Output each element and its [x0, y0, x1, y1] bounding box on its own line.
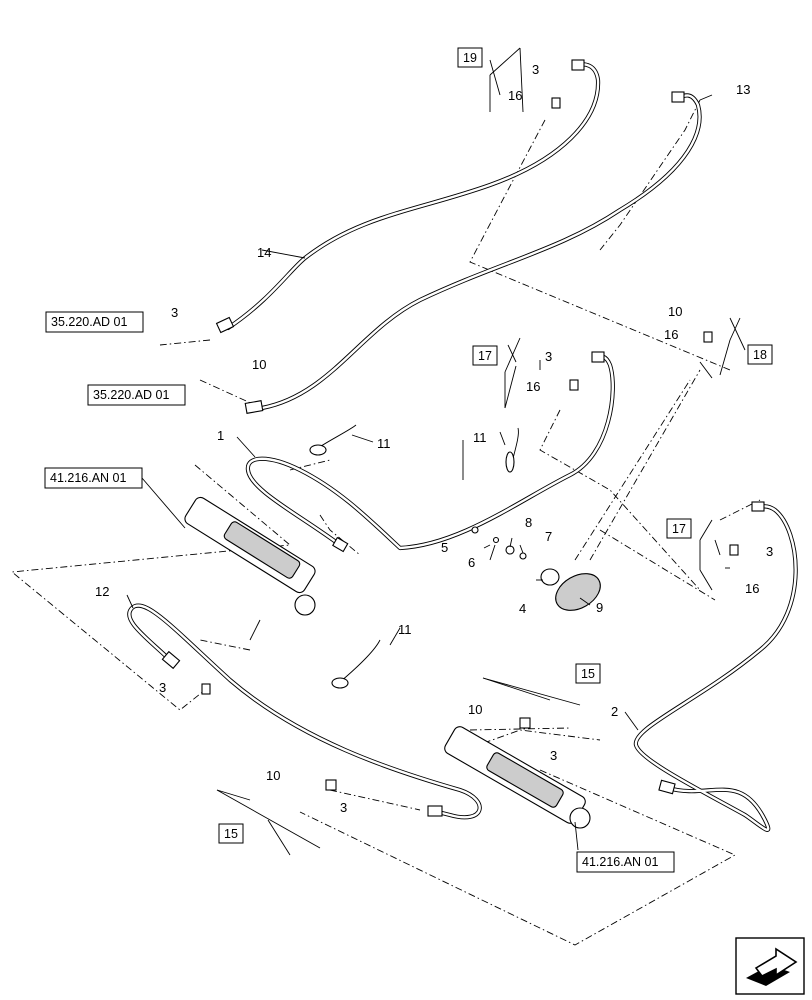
- callout-16: 16: [664, 327, 678, 342]
- callout-6: 6: [468, 555, 475, 570]
- cable-ties: [249, 424, 519, 689]
- svg-text:35.220.AD 01: 35.220.AD 01: [51, 315, 127, 329]
- callout-11: 11: [377, 436, 391, 451]
- callout-3: 3: [545, 349, 552, 364]
- ref-41-216-an-01-upper[interactable]: 41.216.AN 01: [44, 467, 143, 489]
- hoses: [127, 62, 798, 832]
- ref-35-220-ad-01-lower[interactable]: 35.220.AD 01: [87, 384, 186, 406]
- callout-3: 3: [159, 680, 166, 695]
- callout-16: 16: [508, 88, 522, 103]
- svg-text:18: 18: [753, 348, 767, 362]
- svg-text:19: 19: [463, 51, 477, 65]
- cylinder-lower: [444, 726, 591, 829]
- svg-text:41.216.AN 01: 41.216.AN 01: [582, 855, 658, 869]
- ref-35-220-ad-01-upper[interactable]: 35.220.AD 01: [45, 311, 144, 333]
- callout-4: 4: [519, 601, 526, 616]
- callout-9: 9: [596, 600, 603, 615]
- valve-assembly: [540, 568, 601, 611]
- hose-12: [127, 603, 482, 820]
- callout-16: 16: [526, 379, 540, 394]
- callout-10: 10: [266, 768, 280, 783]
- callout-16: 16: [745, 581, 759, 596]
- box-15: 15: [218, 823, 244, 844]
- callout-11: 11: [398, 622, 412, 637]
- svg-text:17: 17: [478, 349, 492, 363]
- svg-text:41.216.AN 01: 41.216.AN 01: [50, 471, 126, 485]
- callout-3: 3: [766, 544, 773, 559]
- callout-1: 1: [217, 428, 224, 443]
- box-19: 19: [457, 47, 483, 68]
- svg-text:15: 15: [224, 827, 238, 841]
- svg-text:17: 17: [672, 522, 686, 536]
- callout-10: 10: [668, 304, 682, 319]
- callout-2: 2: [611, 704, 618, 719]
- fittings: [161, 59, 765, 817]
- cylinder-upper: [184, 496, 316, 616]
- callout-labels: 1 2 3 3 3 3 3 3 3 4 5 6 7 8 9 10 10 10 1…: [95, 62, 773, 815]
- reference-boxes: 35.220.AD 01 35.220.AD 01 41.216.AN 01 4…: [44, 311, 675, 873]
- callout-10: 10: [468, 702, 482, 717]
- svg-text:15: 15: [581, 667, 595, 681]
- group-boxes: 19 18 17 17 15 15: [218, 47, 773, 844]
- callout-3: 3: [340, 800, 347, 815]
- group-brackets: [216, 47, 741, 849]
- next-page-arrow-icon[interactable]: [735, 937, 805, 995]
- box-17: 17: [666, 518, 692, 539]
- callout-5: 5: [441, 540, 448, 555]
- hose-14: [225, 62, 601, 331]
- callout-13: 13: [736, 82, 750, 97]
- callout-3: 3: [532, 62, 539, 77]
- callout-11: 11: [473, 430, 487, 445]
- reference-lines: [10, 99, 761, 946]
- leader-lines: [126, 47, 746, 856]
- callout-8: 8: [525, 515, 532, 530]
- box-17: 17: [472, 345, 498, 366]
- box-18: 18: [747, 344, 773, 365]
- ref-41-216-an-01-lower[interactable]: 41.216.AN 01: [576, 851, 675, 873]
- callout-7: 7: [545, 529, 552, 544]
- callout-3: 3: [171, 305, 178, 320]
- box-15: 15: [575, 663, 601, 684]
- callout-12: 12: [95, 584, 109, 599]
- svg-text:35.220.AD 01: 35.220.AD 01: [93, 388, 169, 402]
- callout-10: 10: [252, 357, 266, 372]
- callout-3: 3: [550, 748, 557, 763]
- callout-14: 14: [257, 245, 271, 260]
